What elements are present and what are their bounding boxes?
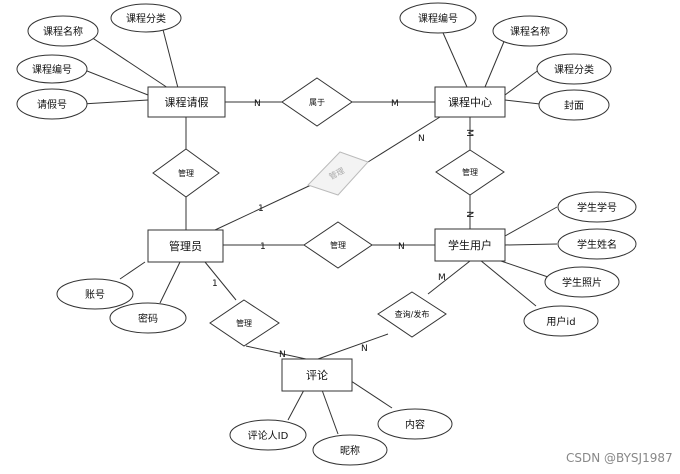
svg-text:管理: 管理	[330, 240, 346, 250]
svg-text:课程编号: 课程编号	[418, 12, 458, 25]
svg-text:账号: 账号	[85, 289, 105, 301]
relation-query-publish: 查询/发布	[377, 291, 447, 338]
attr-cover: 封面	[538, 89, 610, 121]
svg-text:课程编号: 课程编号	[32, 63, 72, 76]
svg-text:课程名称: 课程名称	[510, 25, 550, 38]
svg-text:学生姓名: 学生姓名	[577, 238, 617, 251]
attr-course-no-right: 课程编号	[399, 2, 477, 34]
attr-commenter-id: 评论人ID	[229, 419, 307, 451]
relation-manage-comment: 管理	[209, 299, 280, 347]
attr-course-category-right: 课程分类	[536, 53, 612, 85]
relation-belongs-to: 属于	[281, 77, 353, 127]
relation-manage-leave: 管理	[152, 148, 220, 198]
attr-account: 账号	[56, 278, 134, 310]
svg-text:封面: 封面	[564, 99, 584, 112]
card-belongs-center: M	[391, 99, 399, 109]
svg-text:密码: 密码	[138, 312, 158, 325]
card-admin-comment: 1	[212, 279, 218, 289]
attr-user-id: 用户id	[523, 305, 599, 337]
attr-student-photo: 学生照片	[544, 266, 620, 298]
watermark: CSDN @BYSJ1987	[566, 451, 673, 465]
svg-text:学生照片: 学生照片	[562, 276, 602, 289]
svg-text:管理员: 管理员	[169, 239, 202, 253]
svg-text:学生用户: 学生用户	[448, 238, 492, 252]
connector-lines	[81, 17, 558, 435]
entity-admin: 管理员	[147, 229, 224, 263]
card-admin-faded: 1	[258, 204, 264, 214]
svg-text:管理: 管理	[178, 168, 194, 178]
card-query-comment: N	[361, 344, 368, 354]
entity-course-leave: 课程请假	[147, 86, 226, 118]
attr-password: 密码	[109, 302, 187, 334]
svg-text:用户id: 用户id	[546, 315, 575, 328]
svg-text:课程请假: 课程请假	[165, 95, 209, 109]
attr-student-name: 学生姓名	[557, 228, 637, 260]
svg-text:学生学号: 学生学号	[577, 201, 617, 214]
entity-student-user: 学生用户	[434, 228, 506, 262]
svg-text:内容: 内容	[405, 418, 425, 431]
svg-text:查询/发布: 查询/发布	[395, 309, 430, 319]
card-leave-belongs: N	[254, 99, 261, 109]
svg-text:课程名称: 课程名称	[43, 25, 83, 38]
card-center-manage: M	[464, 129, 474, 137]
card-manage-student-right: N	[398, 242, 405, 252]
attr-nickname: 昵称	[312, 434, 388, 466]
attr-course-name-left: 课程名称	[27, 15, 99, 47]
svg-text:属于: 属于	[309, 98, 325, 107]
attr-student-no: 学生学号	[557, 191, 637, 223]
attr-course-name-right: 课程名称	[492, 15, 568, 47]
svg-text:请假号: 请假号	[37, 98, 67, 111]
attr-content: 内容	[377, 408, 453, 440]
cardinality-labels: N M N 1 M N 1 N 1 N M N	[212, 99, 474, 360]
svg-text:课程中心: 课程中心	[448, 96, 492, 109]
svg-text:课程分类: 课程分类	[126, 12, 166, 25]
card-student-query: M	[438, 273, 446, 283]
svg-text:管理: 管理	[462, 167, 478, 177]
svg-text:管理: 管理	[236, 318, 252, 328]
svg-text:评论人ID: 评论人ID	[248, 429, 289, 442]
entity-comment: 评论	[281, 358, 353, 392]
relation-manage-center-faded: 管理	[307, 151, 369, 196]
attr-course-category-left: 课程分类	[110, 3, 182, 33]
card-admin-manage-student: 1	[260, 242, 266, 252]
card-manage-comment-bottom: N	[279, 350, 286, 360]
svg-text:昵称: 昵称	[340, 444, 360, 457]
attr-course-no-left: 课程编号	[16, 54, 88, 84]
svg-text:评论: 评论	[306, 368, 328, 382]
attr-leave-no: 请假号	[16, 88, 88, 120]
entity-course-center: 课程中心	[434, 86, 506, 118]
svg-text:课程分类: 课程分类	[554, 63, 594, 76]
relation-manage-student: 管理	[303, 221, 373, 269]
relation-manage-center: 管理	[435, 149, 505, 196]
card-manage-student-top: N	[464, 211, 474, 218]
card-center-faded: N	[418, 134, 425, 144]
